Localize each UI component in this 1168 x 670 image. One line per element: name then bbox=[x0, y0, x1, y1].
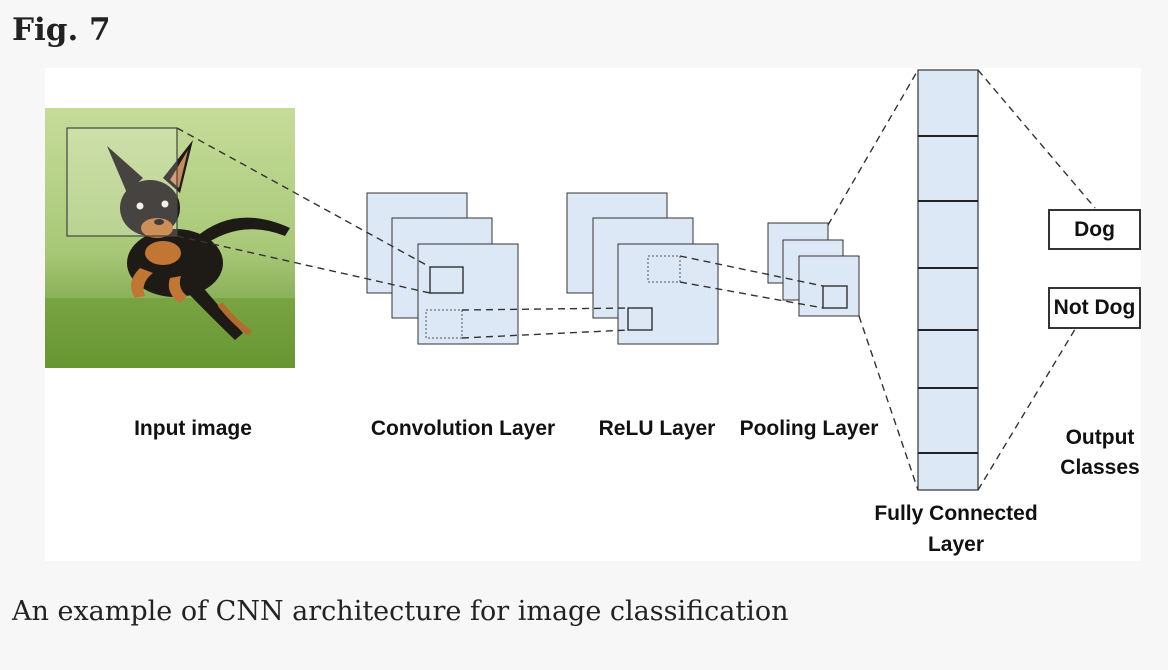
relu-output-box bbox=[647, 255, 681, 283]
conv-output-box bbox=[425, 309, 463, 339]
dog-illustration bbox=[107, 140, 290, 340]
pool-output-box bbox=[822, 285, 848, 309]
convolution-feature-maps bbox=[366, 192, 519, 345]
output-class-dog: Dog bbox=[1048, 209, 1141, 250]
figure-caption: An example of CNN architecture for image… bbox=[12, 596, 789, 627]
pooling-feature-maps bbox=[767, 222, 860, 317]
fully-connected-label-line1: Fully Connected bbox=[874, 502, 1038, 525]
output-classes-label-line1: Output bbox=[1065, 426, 1135, 449]
connector-lines bbox=[176, 69, 1096, 491]
relu-feature-maps bbox=[566, 192, 719, 345]
figure-label: Fig. 7 bbox=[12, 12, 111, 48]
convolution-layer-label: Convolution Layer bbox=[370, 417, 556, 440]
conv-kernel-box bbox=[429, 266, 464, 294]
pooling-layer-label: Pooling Layer bbox=[739, 417, 879, 440]
output-classes-label-line2: Classes bbox=[1060, 456, 1140, 479]
fully-connected-label-line2: Layer bbox=[927, 533, 985, 556]
receptive-field-box bbox=[66, 127, 178, 237]
fully-connected-column bbox=[917, 69, 979, 491]
output-class-not-dog: Not Dog bbox=[1048, 287, 1141, 329]
cnn-diagram: Input image Convolution Layer ReLU Layer… bbox=[45, 68, 1141, 561]
input-image bbox=[45, 108, 295, 368]
diagram-canvas bbox=[45, 69, 1096, 491]
input-image-label: Input image bbox=[134, 417, 252, 440]
relu-input-box bbox=[627, 307, 653, 331]
relu-layer-label: ReLU Layer bbox=[598, 417, 716, 440]
